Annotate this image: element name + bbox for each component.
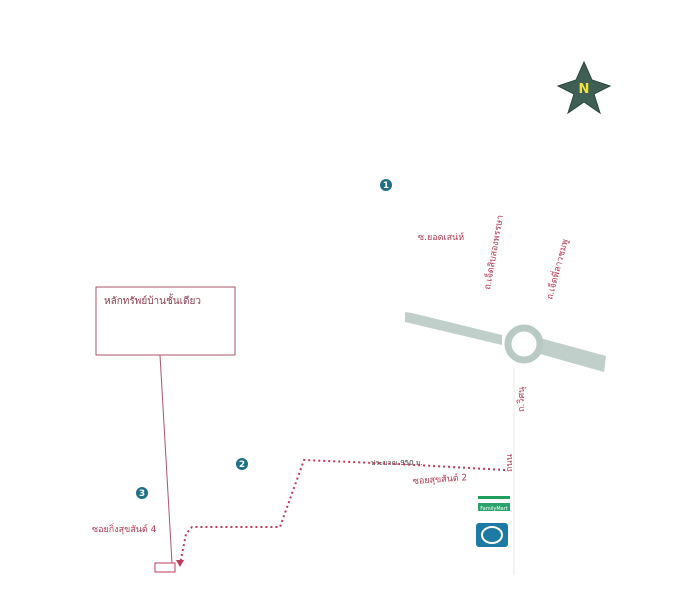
store-sign-text: FamilyMart (480, 506, 508, 512)
convenience-store-icon: FamilyMart (478, 496, 510, 512)
road-label-soi-top: ซ.ยอดเสน่ห์ (418, 231, 464, 243)
marker-3-label: 3 (139, 489, 145, 499)
road-label-mark: ถนน (505, 454, 515, 472)
roundabout (504, 324, 544, 364)
distance-label: ประมาณ 950 ม. (371, 459, 423, 467)
compass-letter: N (579, 82, 590, 97)
marker-1-label: 1 (383, 181, 389, 191)
route-arrowhead (176, 560, 184, 567)
road-label-soi-bottom: ซอยสุขสันต์ 2 (412, 471, 467, 487)
road-label-vertical: ถ.วิศนุ (516, 387, 527, 412)
marker-2-label: 2 (239, 460, 245, 470)
property-label-text: หลักทรัพย์บ้านชั้นเดียว (104, 293, 201, 307)
marker-2: 2 (236, 458, 248, 470)
destination-marker (154, 562, 176, 573)
road-label-diag-left: ถ.เจ็ดสิบสองพรรษา (480, 214, 506, 291)
road-label-diag-right: ถ.เจ็ดพี่ลาวชมพู (542, 237, 571, 300)
property-label-callout: หลักทรัพย์บ้านชั้นเดียว (95, 286, 236, 564)
marker-3: 3 (136, 487, 148, 499)
property-label-box (95, 286, 236, 356)
bank-logo-icon (476, 523, 508, 547)
north-arrow-compass-icon: N (556, 60, 612, 115)
main-road (405, 312, 606, 372)
property-pointer-line (159, 354, 173, 564)
marker-1: 1 (380, 179, 392, 191)
road-label-soi-left: ซอยกิ่งสุขสันต์ 4 (92, 522, 157, 535)
